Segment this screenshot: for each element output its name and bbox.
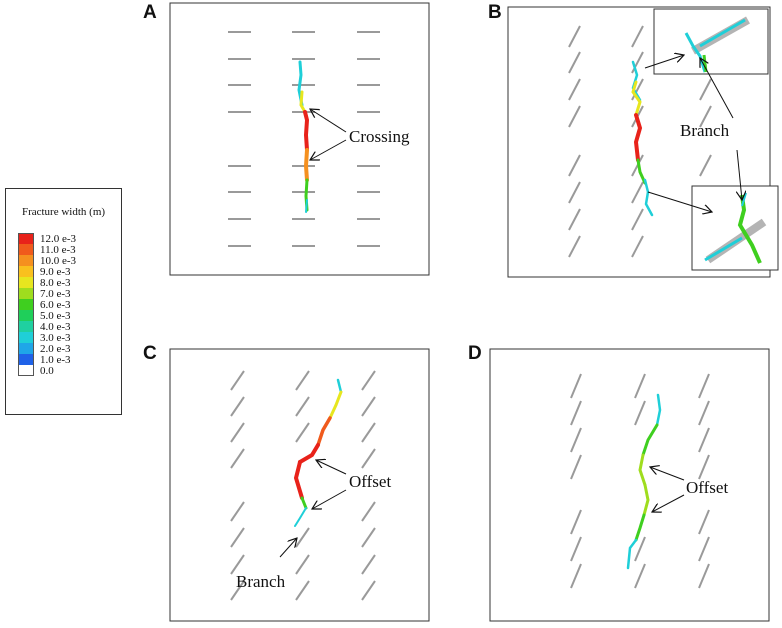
panel-b-inset-bottom <box>691 185 779 271</box>
panel-c: Offset Branch <box>169 348 430 622</box>
legend-entry: 5.0 e-3 <box>18 309 71 322</box>
panel-b-hydraulic-fracture <box>631 60 654 217</box>
legend-label: 11.0 e-3 <box>40 243 76 256</box>
panel-a-frame <box>169 2 430 276</box>
panel-c-frame <box>169 348 430 622</box>
legend-label: 2.0 e-3 <box>40 342 71 355</box>
legend-entry: 2.0 e-3 <box>18 342 71 355</box>
panel-a-natural-fractures <box>228 31 380 247</box>
legend-entry: 8.0 e-3 <box>18 276 71 289</box>
panel-a: Crossing <box>169 2 430 276</box>
legend-label: 8.0 e-3 <box>40 276 71 289</box>
offset-arrow-upper-c <box>316 460 347 475</box>
branch-arrow-c <box>279 538 297 558</box>
panel-b: Branch <box>507 6 779 278</box>
panel-d-natural-fractures <box>570 373 710 589</box>
inset-bottom-pointer <box>647 191 712 212</box>
legend-label: 10.0 e-3 <box>40 254 77 267</box>
legend-entry: 0.0 <box>18 364 54 377</box>
legend-swatch <box>18 288 34 299</box>
annotation-branch-c: Branch <box>236 572 286 591</box>
panel-d: Offset <box>489 348 770 622</box>
panel-label-b: B <box>488 2 502 23</box>
crossing-arrow-lower <box>310 139 347 160</box>
annotation-branch-b: Branch <box>680 121 730 140</box>
branch-arrow-upper <box>700 58 734 119</box>
legend-swatch <box>18 277 34 288</box>
panel-a-hydraulic-fracture <box>297 60 310 213</box>
legend-entry: 10.0 e-3 <box>18 254 77 267</box>
panel-label-a: A <box>143 2 157 23</box>
panel-d-frame <box>489 348 770 622</box>
legend-entry: 4.0 e-3 <box>18 320 71 333</box>
legend-swatch <box>18 365 34 376</box>
annotation-offset-d: Offset <box>686 478 728 497</box>
offset-arrow-lower-c <box>312 489 347 509</box>
legend-entry: 9.0 e-3 <box>18 265 71 278</box>
annotation-offset-c: Offset <box>349 472 391 491</box>
offset-arrow-lower-d <box>652 494 685 512</box>
legend-swatch <box>18 244 34 255</box>
legend-swatch <box>18 354 34 365</box>
panel-b-natural-fractures <box>568 25 712 258</box>
legend-label: 5.0 e-3 <box>40 309 71 322</box>
legend-entry: 11.0 e-3 <box>18 243 76 256</box>
branch-arrow-lower <box>737 149 742 200</box>
panel-label-c: C <box>143 343 157 364</box>
legend-label: 0.0 <box>40 364 54 377</box>
legend-swatch <box>18 299 34 310</box>
legend-swatch <box>18 310 34 321</box>
offset-arrow-upper-d <box>650 467 685 481</box>
legend-entry: 7.0 e-3 <box>18 287 71 300</box>
panel-label-d: D <box>468 343 482 364</box>
crossing-arrow-upper <box>310 109 347 133</box>
legend-entry: 1.0 e-3 <box>18 353 71 366</box>
legend-label: 9.0 e-3 <box>40 265 71 278</box>
inset-top-pointer <box>644 55 684 69</box>
panel-b-inset-top <box>653 8 769 75</box>
legend-swatch <box>18 321 34 332</box>
panel-c-natural-fractures <box>230 370 376 601</box>
legend-swatch <box>18 255 34 266</box>
legend-label: 1.0 e-3 <box>40 353 71 366</box>
annotation-crossing: Crossing <box>349 127 410 146</box>
legend-label: 7.0 e-3 <box>40 287 71 300</box>
legend-label: 4.0 e-3 <box>40 320 71 333</box>
panel-d-hydraulic-fracture <box>626 393 662 570</box>
panel-b-frame <box>507 6 771 278</box>
legend-entry: 3.0 e-3 <box>18 331 71 344</box>
legend-swatch <box>18 332 34 343</box>
legend-entry: 12.0 e-3 <box>18 232 77 245</box>
legend-entry: 6.0 e-3 <box>18 298 71 311</box>
panel-c-hydraulic-fracture <box>293 378 343 527</box>
legend-label: 12.0 e-3 <box>40 232 77 245</box>
legend-swatch <box>18 266 34 277</box>
legend-title: Fracture width (m) <box>21 206 106 218</box>
legend-label: 3.0 e-3 <box>40 331 71 344</box>
legend-swatch <box>18 343 34 354</box>
legend-swatch <box>18 233 34 244</box>
legend-label: 6.0 e-3 <box>40 298 71 311</box>
